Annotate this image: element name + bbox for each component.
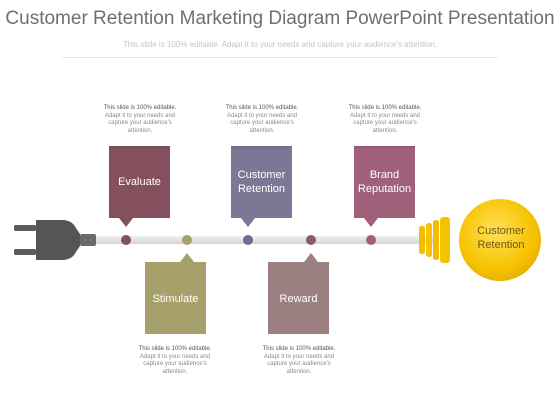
- note-brand-reputation: This slide is 100% editable. Adapt it to…: [343, 105, 427, 135]
- connector-dot-brand-reputation: [366, 235, 376, 245]
- note-line: This slide is 100% editable.: [225, 105, 299, 111]
- connector-dot-reward: [306, 235, 316, 245]
- card-evaluate-label: Evaluate: [118, 176, 161, 188]
- card-customer-retention: [231, 146, 292, 227]
- note-line: Adapt it to your needs and: [104, 112, 176, 119]
- note-line: capture your audience's: [108, 120, 172, 126]
- light-bulb-icon: [419, 199, 541, 281]
- note-line: This slide is 100% editable.: [348, 105, 422, 111]
- card-brand-reputation-label-line1: Brand: [369, 169, 400, 181]
- note-evaluate: This slide is 100% editable. Adapt it to…: [98, 105, 182, 135]
- note-line: capture your audience's: [267, 361, 331, 367]
- note-line: This slide is 100% editable.: [262, 346, 336, 352]
- title-divider: [62, 57, 498, 58]
- cable: [95, 236, 435, 244]
- note-line: capture your audience's: [230, 120, 294, 126]
- card-brand-reputation: [354, 146, 415, 227]
- note-reward: This slide is 100% editable. Adapt it to…: [257, 346, 341, 376]
- card-stimulate-label: Stimulate: [152, 293, 199, 305]
- note-line: This slide is 100% editable.: [103, 105, 177, 111]
- note-line: attention.: [372, 127, 398, 134]
- connector-dot-customer-retention: [243, 235, 253, 245]
- card-reward-label: Reward: [279, 293, 318, 305]
- slide-title: Customer Retention Marketing Diagram Pow…: [5, 8, 555, 29]
- card-reward: [268, 253, 329, 334]
- connector-dot-stimulate: [182, 235, 192, 245]
- note-line: attention.: [162, 368, 188, 375]
- note-customer-retention: This slide is 100% editable. Adapt it to…: [220, 105, 304, 135]
- note-line: capture your audience's: [143, 361, 207, 367]
- card-brand-reputation-label-line2: Reputation: [357, 183, 412, 195]
- bulb-label: Customer Retention: [456, 224, 546, 258]
- note-line: capture your audience's: [353, 120, 417, 126]
- bulb-label-line2: Retention: [477, 239, 525, 251]
- note-line: Adapt it to your needs and: [226, 112, 298, 119]
- slide-subtitle: This slide is 100% editable. Adapt it to…: [122, 40, 438, 49]
- note-line: attention.: [249, 127, 275, 134]
- card-evaluate: [109, 146, 170, 227]
- card-customer-retention-label-line2: Retention: [237, 183, 286, 195]
- note-line: attention.: [286, 368, 312, 375]
- note-line: Adapt it to your needs and: [349, 112, 421, 119]
- note-line: This slide is 100% editable.: [138, 346, 212, 352]
- note-line: Adapt it to your needs and: [139, 353, 211, 360]
- connector-dot-evaluate: [121, 235, 131, 245]
- plug-icon: [14, 220, 96, 260]
- card-customer-retention-label-line1: Customer: [237, 169, 286, 181]
- card-customer-retention-label: Customer Retention: [231, 146, 292, 218]
- bulb-label-line1: Customer: [477, 225, 525, 237]
- card-brand-reputation-label: Brand Reputation: [354, 146, 415, 218]
- note-stimulate: This slide is 100% editable. Adapt it to…: [133, 346, 217, 376]
- note-line: Adapt it to your needs and: [263, 353, 335, 360]
- card-stimulate: [145, 253, 206, 334]
- note-line: attention.: [127, 127, 153, 134]
